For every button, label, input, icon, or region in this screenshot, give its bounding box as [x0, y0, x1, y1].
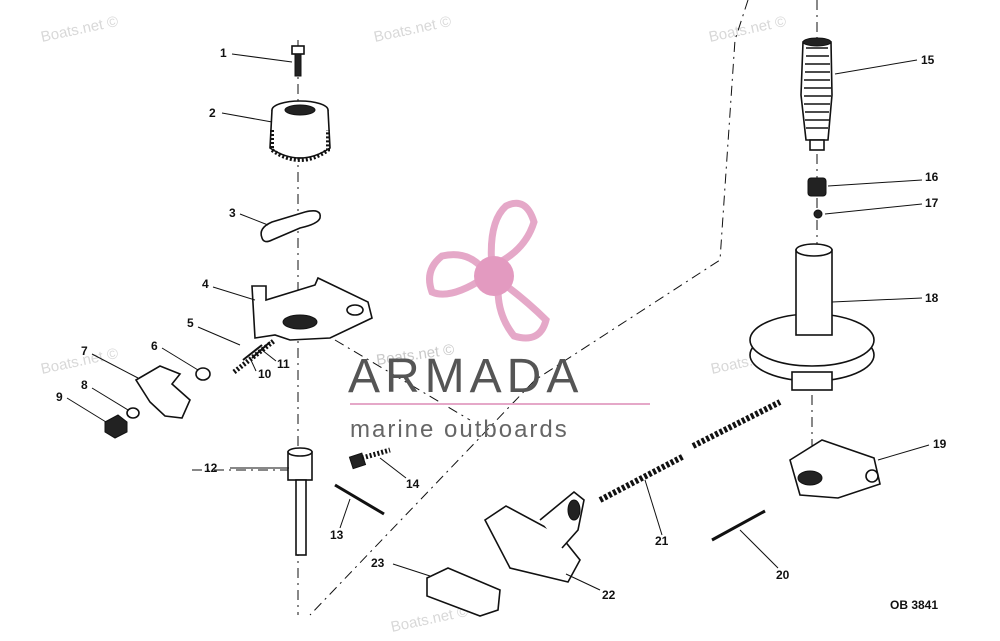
watermark: Boats.net ©: [372, 13, 452, 46]
part-15-spring-tube: [800, 37, 833, 151]
figure-code: OB 3841: [890, 598, 938, 612]
part-22-handle: [483, 490, 585, 583]
callout-18: 18: [925, 291, 939, 305]
part-9-nut: [104, 414, 128, 439]
callout-14: 14: [406, 477, 420, 491]
part-8-washer: [126, 407, 140, 419]
callout-17: 17: [925, 196, 939, 210]
callout-7: 7: [81, 344, 88, 358]
part-14-bolt: [348, 447, 391, 470]
watermark: Boats.net ©: [707, 13, 787, 46]
callout-6: 6: [151, 339, 158, 353]
callout-19: 19: [933, 437, 947, 451]
callout-2: 2: [209, 106, 216, 120]
part-13-pin: [334, 483, 385, 516]
callout-5: 5: [187, 316, 194, 330]
callout-1: 1: [220, 46, 227, 60]
leader-lines: [66, 53, 930, 591]
callout-numbers: 1 2 3 4 5 6 7 8 9 10 11 12 13 14 15 16 1…: [56, 46, 947, 602]
part-1-screw: [291, 45, 305, 77]
callout-21: 21: [655, 534, 669, 548]
part-7-lever-plate: [134, 365, 191, 419]
part-17-ball: [813, 209, 823, 219]
callout-10: 10: [258, 367, 272, 381]
watermark: Boats.net ©: [39, 13, 119, 46]
propeller-hub: [474, 256, 514, 296]
callout-13: 13: [330, 528, 344, 542]
part-3-clip: [260, 210, 322, 243]
brand-name: ARMADA: [348, 350, 583, 403]
callout-15: 15: [921, 53, 935, 67]
part-21-rope: [598, 399, 782, 503]
part-20-pin: [711, 509, 766, 542]
part-6-washer: [195, 367, 211, 381]
callout-22: 22: [602, 588, 616, 602]
part-18-sheave: [749, 243, 875, 391]
part-10-pin: [242, 344, 263, 361]
armada-logo: Boats.net © ARMADA marine outboards: [348, 199, 650, 443]
callout-4: 4: [202, 277, 209, 291]
callout-20: 20: [776, 568, 790, 582]
part-19-bracket: [789, 439, 881, 499]
part-4-bracket: [251, 276, 373, 341]
callout-23: 23: [371, 556, 385, 570]
part-16-coupler: [807, 177, 827, 197]
part-12-shaft: [287, 447, 313, 556]
callout-11: 11: [277, 357, 290, 371]
callout-3: 3: [229, 206, 236, 220]
part-11-pin: [251, 341, 271, 359]
propeller-icon: [426, 199, 550, 342]
callout-9: 9: [56, 390, 63, 404]
brand-tagline: marine outboards: [350, 416, 569, 443]
part-23-insert: [426, 567, 501, 617]
part-2-gear: [269, 100, 331, 162]
callout-12: 12: [204, 461, 218, 475]
callout-8: 8: [81, 378, 88, 392]
callout-16: 16: [925, 170, 939, 184]
part-5-spring: [232, 338, 277, 374]
watermark: Boats.net ©: [39, 345, 119, 378]
